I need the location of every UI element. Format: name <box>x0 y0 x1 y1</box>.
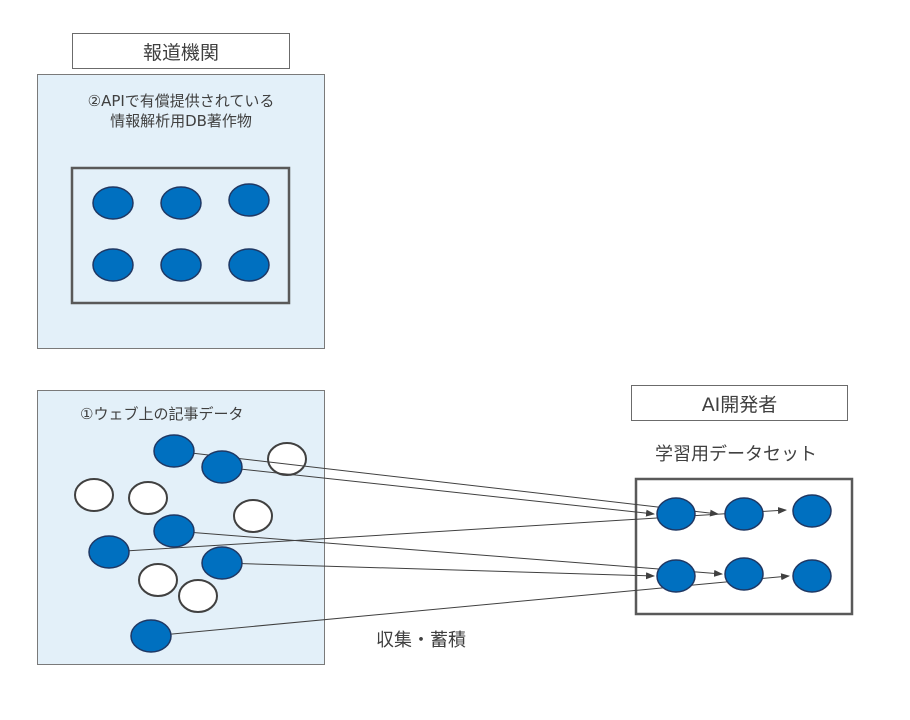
collection-arrow <box>221 562 655 580</box>
web-article-node-outline <box>128 481 168 515</box>
ai-developer-title-box: AI開発者 <box>631 385 848 421</box>
web-article-node-filled <box>130 619 172 653</box>
publisher-db-node <box>160 186 202 220</box>
publisher-title: 報道機関 <box>142 41 219 64</box>
dataset-label: 学習用データセット <box>655 444 817 465</box>
publisher-db-node <box>92 186 134 220</box>
web-article-node-filled <box>201 450 243 484</box>
dataset-node <box>656 497 696 531</box>
dataset-box <box>634 477 854 616</box>
web-article-node-filled <box>153 514 195 548</box>
dataset-node <box>724 497 764 531</box>
publisher-db-box <box>70 166 291 305</box>
web-article-node-outline <box>138 563 178 597</box>
publisher-db-node <box>228 183 270 217</box>
collection-arrow <box>173 450 719 517</box>
publisher-description-line2: 情報解析用DB著作物 <box>110 112 252 130</box>
publisher-db-node <box>92 248 134 282</box>
web-article-node-outline <box>178 579 218 613</box>
publisher-title-box: 報道機関 <box>72 33 290 69</box>
publisher-description-line1: ②APIで有償提供されている <box>87 92 275 110</box>
web-article-node-filled <box>88 535 130 569</box>
publisher-db-node <box>160 248 202 282</box>
web-article-node-filled <box>153 434 195 468</box>
web-article-node-outline <box>267 442 307 476</box>
web-article-node-filled <box>201 546 243 580</box>
web-article-node-outline <box>74 478 114 512</box>
collection-arrow <box>173 530 723 577</box>
collection-arrow <box>221 466 655 517</box>
publisher-db-node <box>228 248 270 282</box>
ai-developer-title: AI開発者 <box>701 393 778 416</box>
dataset-node <box>792 494 832 528</box>
collection-label: 収集・蓄積 <box>376 630 466 651</box>
dataset-node <box>792 559 832 593</box>
dataset-node <box>656 559 696 593</box>
collection-arrow <box>150 573 790 637</box>
dataset-node <box>724 557 764 591</box>
web-articles-title: ①ウェブ上の記事データ <box>80 405 244 423</box>
web-article-node-outline <box>233 499 273 533</box>
